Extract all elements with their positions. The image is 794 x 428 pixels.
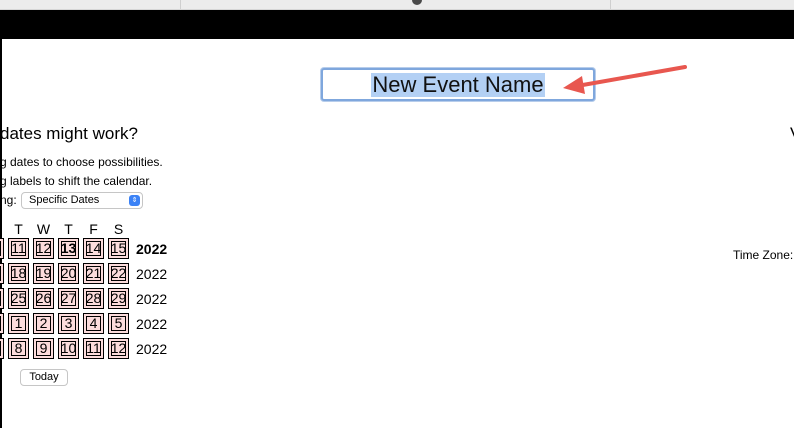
time-zone-label: Time Zone:	[733, 248, 794, 262]
date-cell[interactable]: 11	[83, 338, 104, 359]
week-year-label[interactable]: 2022	[136, 291, 168, 307]
date-cell[interactable]: 11	[8, 238, 29, 259]
day-header[interactable]: S	[113, 221, 124, 237]
date-cell[interactable]: 20	[58, 263, 79, 284]
date-cell[interactable]: 14	[83, 238, 104, 259]
event-name-input[interactable]: New Event Name	[321, 68, 595, 101]
event-name-selected-text: New Event Name	[371, 71, 545, 97]
tab-divider	[610, 0, 611, 9]
select-stepper-icon: ⇕	[129, 195, 140, 206]
date-cell-partial[interactable]	[0, 288, 4, 309]
date-cell[interactable]: 28	[83, 288, 104, 309]
toolbar-dot-icon	[412, 0, 422, 5]
today-button[interactable]: Today	[20, 369, 68, 386]
black-header-bar	[0, 10, 794, 39]
date-cell[interactable]: 4	[83, 313, 104, 334]
date-cell[interactable]: 8	[8, 338, 29, 359]
date-cell[interactable]: 22	[108, 263, 129, 284]
survey-type-value: Specific Dates	[29, 194, 100, 206]
date-cell[interactable]: 5	[108, 313, 129, 334]
date-cell[interactable]: 1	[8, 313, 29, 334]
date-cell[interactable]: 9	[33, 338, 54, 359]
date-cell[interactable]: 15	[108, 238, 129, 259]
date-cell[interactable]: 25	[8, 288, 29, 309]
survey-using-label: ng:	[0, 193, 17, 207]
week-year-label[interactable]: 2022	[136, 341, 168, 357]
date-cell[interactable]: 21	[83, 263, 104, 284]
date-cell[interactable]: 3	[58, 313, 79, 334]
date-cell[interactable]: 10	[58, 338, 79, 359]
date-cell[interactable]: 26	[33, 288, 54, 309]
dates-heading: dates might work?	[0, 124, 138, 143]
right-heading-fragment: V	[790, 124, 794, 144]
tab-divider	[180, 0, 181, 9]
date-cell[interactable]: 12	[108, 338, 129, 359]
date-cell-partial[interactable]	[0, 338, 4, 359]
day-header[interactable]: T	[14, 221, 23, 237]
week-year-label[interactable]: 2022	[136, 266, 168, 282]
left-edge-border	[0, 39, 2, 428]
date-cell-partial[interactable]	[0, 263, 4, 284]
date-cell[interactable]: 27	[58, 288, 79, 309]
date-cell[interactable]: 19	[33, 263, 54, 284]
day-header[interactable]: W	[36, 221, 51, 237]
date-cell-partial[interactable]	[0, 238, 4, 259]
date-cell[interactable]: 2	[33, 313, 54, 334]
date-cell[interactable]: 18	[8, 263, 29, 284]
date-cell[interactable]: 29	[108, 288, 129, 309]
instruction-choose: g dates to choose possibilities.	[0, 155, 163, 169]
window-top-strip	[0, 0, 794, 10]
week-year-label[interactable]: 2022	[136, 241, 168, 257]
survey-type-select[interactable]: Specific Dates ⇕	[21, 192, 143, 209]
date-cell-partial[interactable]	[0, 313, 4, 334]
date-cell[interactable]: 12	[33, 238, 54, 259]
day-header[interactable]: T	[64, 221, 73, 237]
instruction-shift: g labels to shift the calendar.	[0, 174, 153, 188]
red-arrow-annotation	[563, 65, 687, 94]
date-cell-today[interactable]: 13	[58, 238, 79, 259]
day-header[interactable]: F	[89, 221, 98, 237]
week-year-label[interactable]: 2022	[136, 316, 168, 332]
